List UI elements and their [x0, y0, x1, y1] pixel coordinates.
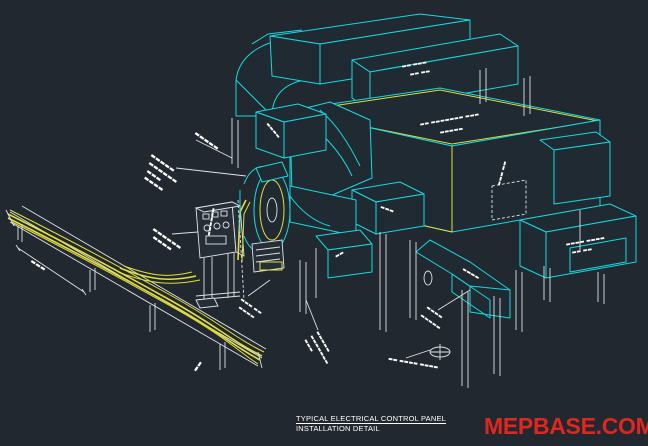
- dimension-tag: ▬▬▬: [29, 258, 47, 273]
- svg-text:▬▬ ▬▬: ▬▬ ▬▬: [409, 68, 431, 78]
- drawing-title-block: TYPICAL ELECTRICAL CONTROL PANEL INSTALL…: [296, 414, 447, 433]
- svg-text:▬▬ ▬▬▬▬ ▬▬▬▬: ▬▬ ▬▬▬▬ ▬▬▬▬: [388, 356, 439, 371]
- svg-text:▬▬▬▬▬▬: ▬▬▬▬▬▬: [206, 207, 217, 236]
- svg-text:▬▬▬: ▬▬▬: [379, 204, 395, 215]
- exhaust-fan: [239, 161, 291, 273]
- control-panel: [194, 199, 251, 309]
- svg-text:▬▬: ▬▬: [334, 250, 345, 260]
- tray-tag: ▬▬: [192, 360, 204, 374]
- svg-text:▬▬▬▬▬: ▬▬▬▬▬: [439, 126, 464, 136]
- svg-text:▬▬ ▬▬▬: ▬▬ ▬▬▬: [401, 60, 427, 70]
- duct-supports: [231, 68, 605, 388]
- drawing-title: TYPICAL ELECTRICAL CONTROL PANEL: [296, 414, 447, 424]
- brand-watermark: MEPBASE.COM: [484, 413, 648, 439]
- fan-tag: ▬▬▬▬▬: [193, 130, 221, 152]
- fittings: [423, 270, 471, 360]
- annotations: ▬▬▬▬▬ ▬▬▬▬▬ ▬▬▬▬▬▬ ▬▬▬ ▬▬▬▬ ▬▬▬▬▬▬ ▬▬▬▬ …: [142, 130, 444, 371]
- svg-text:▬▬ ▬▬: ▬▬ ▬▬: [571, 246, 593, 256]
- ductwork: ▬▬ ▬▬▬ ▬▬ ▬▬ ▬▬ ▬▬▬▬▬▬▬ ▬▬▬ ▬▬▬▬▬ ▬▬▬ ▬▬…: [235, 13, 637, 319]
- drawing-subtitle: INSTALLATION DETAIL: [296, 424, 380, 433]
- cable-tray: ▬▬▬ ▬▬: [5, 205, 267, 374]
